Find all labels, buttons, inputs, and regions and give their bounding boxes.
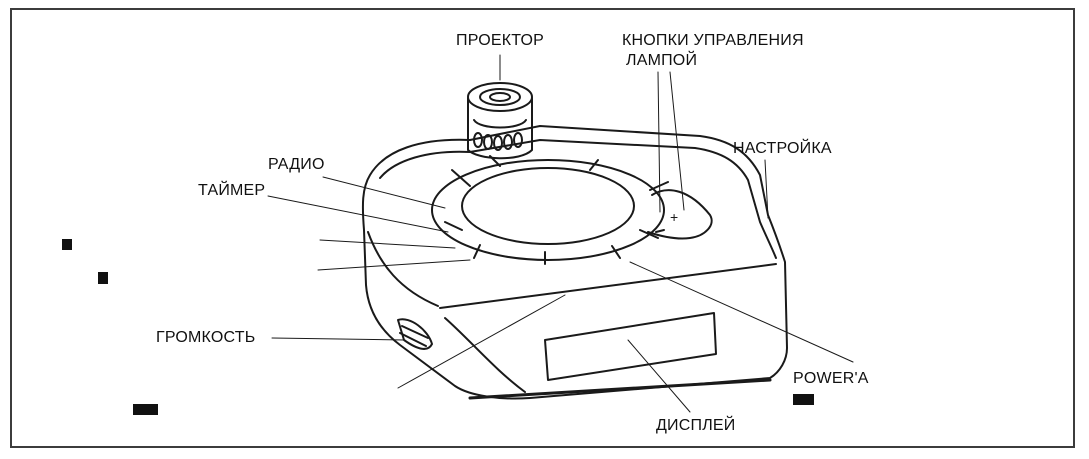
projector-top: [467, 82, 533, 112]
garbled-mark-3: [133, 404, 158, 415]
label-volume: ГРОМКОСТЬ: [156, 329, 256, 346]
label-timer: ТАЙМЕР: [198, 182, 266, 199]
device-side-line: [367, 231, 439, 307]
lamp-minus-mark: [655, 229, 665, 233]
dial-outer-ring: [431, 159, 665, 261]
device-base-outline: [361, 125, 788, 400]
volume-wheel-ridges: [399, 325, 429, 347]
garbled-mark-4: [793, 394, 814, 405]
diagram-frame: [10, 8, 1075, 448]
projector-body: [467, 97, 533, 160]
garbled-mark-2: [98, 272, 108, 284]
label-display: ДИСПЛЕЙ: [656, 417, 736, 434]
lamp-control-lobe: [647, 189, 713, 240]
device-front-bottom: [444, 317, 526, 393]
label-lamp-buttons-line2: ЛАМПОЙ: [626, 52, 698, 69]
garbled-mark-1: [62, 239, 72, 250]
label-projector: ПРОЕКТОР: [456, 32, 545, 49]
device-bottom-shadow: [468, 378, 772, 400]
projector-grip: [473, 132, 523, 151]
projector-ring: [473, 119, 527, 129]
label-tuning: НАСТРОЙКА: [733, 140, 832, 157]
label-radio: РАДИО: [268, 156, 325, 173]
label-power: POWER'A: [793, 370, 869, 387]
callout-lines: [267, 54, 854, 413]
label-lamp-buttons-line1: КНОПКИ УПРАВЛЕНИЯ: [622, 32, 804, 49]
lamp-plus-mark: +: [670, 209, 678, 225]
projector-lens: [479, 88, 521, 106]
projector-lens-core: [489, 92, 511, 102]
dial-inner-disc: [461, 167, 635, 245]
volume-wheel: [397, 318, 433, 350]
dial-segments: [444, 155, 669, 265]
display-window: [544, 312, 717, 381]
device-front-edge: [439, 263, 777, 309]
device-base-inner-ledge: [379, 139, 777, 259]
